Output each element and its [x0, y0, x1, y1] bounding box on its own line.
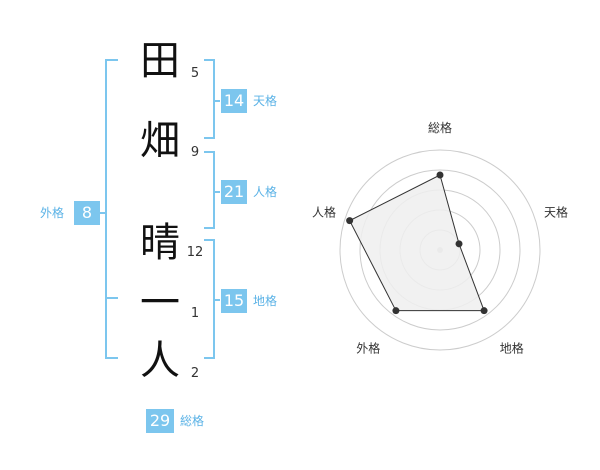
stroke-count-1: 5	[190, 66, 200, 81]
stroke-count-4: 1	[190, 306, 200, 321]
radar-point-3	[480, 307, 488, 315]
jinkaku-value: 21	[221, 180, 247, 204]
radar-grid-ring	[359, 169, 521, 331]
stroke-count-2: 9	[190, 145, 200, 160]
radar-axis-label-4: 外格	[356, 341, 380, 356]
stroke-count-3: 12	[186, 245, 204, 260]
gaikaku-label: 外格	[40, 206, 65, 220]
name-char-1: 田	[140, 38, 180, 84]
name-char-5: 人	[140, 338, 180, 384]
gaikaku-bracket	[105, 59, 118, 359]
stroke-count-5: 2	[190, 366, 200, 381]
radar-point-2	[455, 240, 463, 248]
tenkaku-label: 天格	[253, 94, 278, 108]
jinkaku-bracket	[204, 151, 215, 229]
name-char-2: 畑	[140, 118, 180, 164]
name-char-4: 一	[140, 280, 180, 326]
radar-axis-label-3: 地格	[500, 341, 524, 356]
radar-point-4	[392, 307, 400, 315]
radar-point-5	[346, 217, 354, 225]
soukaku-value: 29	[146, 409, 174, 433]
radar-grid-ring	[339, 149, 541, 351]
chikaku-value: 15	[221, 289, 247, 313]
gaikaku-value: 8	[74, 201, 100, 225]
name-char-3: 晴	[140, 220, 180, 266]
jinkaku-label: 人格	[253, 185, 278, 199]
radar-axis-label-5: 人格	[312, 204, 336, 219]
tenkaku-bracket	[204, 59, 215, 139]
soukaku-label: 総格	[180, 414, 205, 428]
tenkaku-value: 14	[221, 89, 247, 113]
radar-polygon	[348, 174, 485, 312]
radar-axis-label-1: 総格	[428, 120, 452, 135]
radar-point-1	[436, 171, 444, 179]
chikaku-label: 地格	[253, 294, 278, 308]
radar-axis-label-2: 天格	[544, 204, 568, 219]
